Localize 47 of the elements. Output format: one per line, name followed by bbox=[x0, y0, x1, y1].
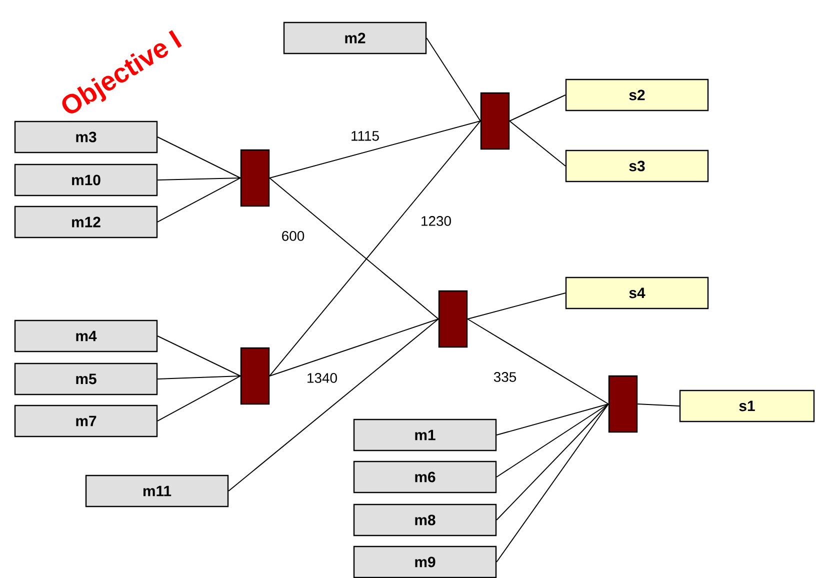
connector-line bbox=[228, 318, 439, 492]
label-box: m8 bbox=[353, 504, 497, 536]
edge-label: 335 bbox=[492, 371, 518, 383]
connector-line bbox=[157, 376, 241, 380]
edge-label: 1115 bbox=[350, 130, 380, 142]
connector-line bbox=[496, 404, 609, 520]
label-box: m10 bbox=[14, 164, 158, 196]
label-box: m2 bbox=[283, 22, 427, 54]
hub-bar bbox=[240, 149, 270, 207]
connector-line bbox=[269, 120, 481, 376]
label-box: s2 bbox=[565, 78, 709, 112]
connector-line bbox=[157, 376, 241, 422]
connector-line bbox=[157, 336, 241, 376]
hub-bar bbox=[480, 92, 510, 150]
connector-line bbox=[467, 292, 566, 320]
label-box: m5 bbox=[14, 362, 158, 396]
connector-line bbox=[496, 404, 609, 478]
connector-line bbox=[269, 120, 481, 178]
connector-line bbox=[467, 318, 609, 404]
connector-line bbox=[157, 178, 241, 180]
label-box: m4 bbox=[14, 320, 158, 352]
label-box: s4 bbox=[565, 276, 709, 310]
label-box: m6 bbox=[353, 460, 497, 494]
edge-label: 600 bbox=[280, 230, 306, 242]
connector-line bbox=[496, 404, 609, 562]
label-box: m12 bbox=[14, 206, 158, 238]
hub-bar bbox=[438, 290, 468, 348]
connector-line bbox=[269, 178, 439, 320]
connector-line bbox=[509, 120, 566, 166]
edge-label: 1230 bbox=[420, 215, 453, 227]
connector-line bbox=[157, 136, 241, 178]
label-box: m3 bbox=[14, 120, 158, 154]
connector-line bbox=[269, 318, 439, 376]
label-box: s1 bbox=[679, 390, 815, 422]
label-box: s3 bbox=[565, 150, 709, 182]
label-box: m1 bbox=[353, 418, 497, 452]
label-box: m11 bbox=[85, 474, 229, 508]
connector-line bbox=[496, 404, 609, 436]
connector-line bbox=[426, 38, 481, 122]
connector-line bbox=[157, 178, 241, 222]
hub-bar bbox=[240, 347, 270, 405]
edge-label: 1340 bbox=[306, 372, 339, 384]
connector-line bbox=[509, 94, 566, 122]
hub-bar bbox=[608, 375, 638, 433]
connector-line bbox=[637, 404, 680, 406]
label-box: m9 bbox=[353, 546, 497, 578]
label-box: m7 bbox=[14, 404, 158, 438]
